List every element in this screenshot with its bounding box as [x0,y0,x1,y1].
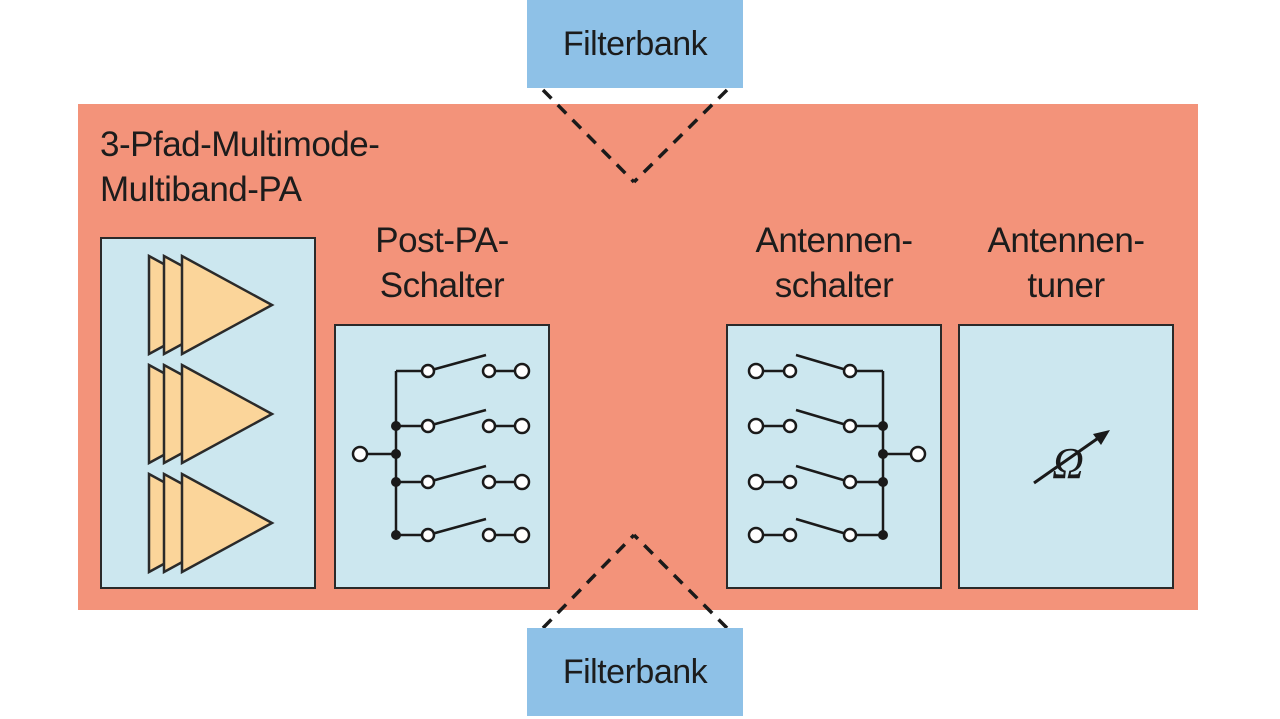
filterbank-bottom: Filterbank [527,628,743,716]
bottom-connection-left [541,533,636,630]
omega-symbol: Ω [1052,439,1084,488]
antenna-tuner-block: Ω [958,324,1174,589]
filterbank-bottom-label: Filterbank [562,652,708,691]
filterbank-top-label: Filterbank [562,24,708,63]
post-pa-switch-schematic [351,353,531,544]
amplifier-icon-2 [147,362,275,466]
filterbank-top: Filterbank [527,0,743,88]
pa-block [100,237,316,589]
top-connection-right [632,88,729,184]
antenna-switch-label: Antennen- schalter [755,221,913,305]
amplifier-icon-1 [147,253,275,357]
bottom-connection-right [632,533,729,630]
post-pa-switch-block [334,324,550,589]
top-connection-left [541,88,636,184]
antenna-switch-block [726,324,942,589]
antenna-switch-schematic [747,353,927,544]
pa-label: 3-Pfad-Multimode- Multiband-PA [100,125,380,209]
amplifier-icon-3 [147,471,275,575]
post-pa-switch-label: Post-PA- Schalter [375,221,509,305]
antenna-tuner-label: Antennen- tuner [987,221,1145,305]
amplifier-icon-stack [147,253,275,575]
variable-impedance-icon: Ω [1033,430,1110,488]
